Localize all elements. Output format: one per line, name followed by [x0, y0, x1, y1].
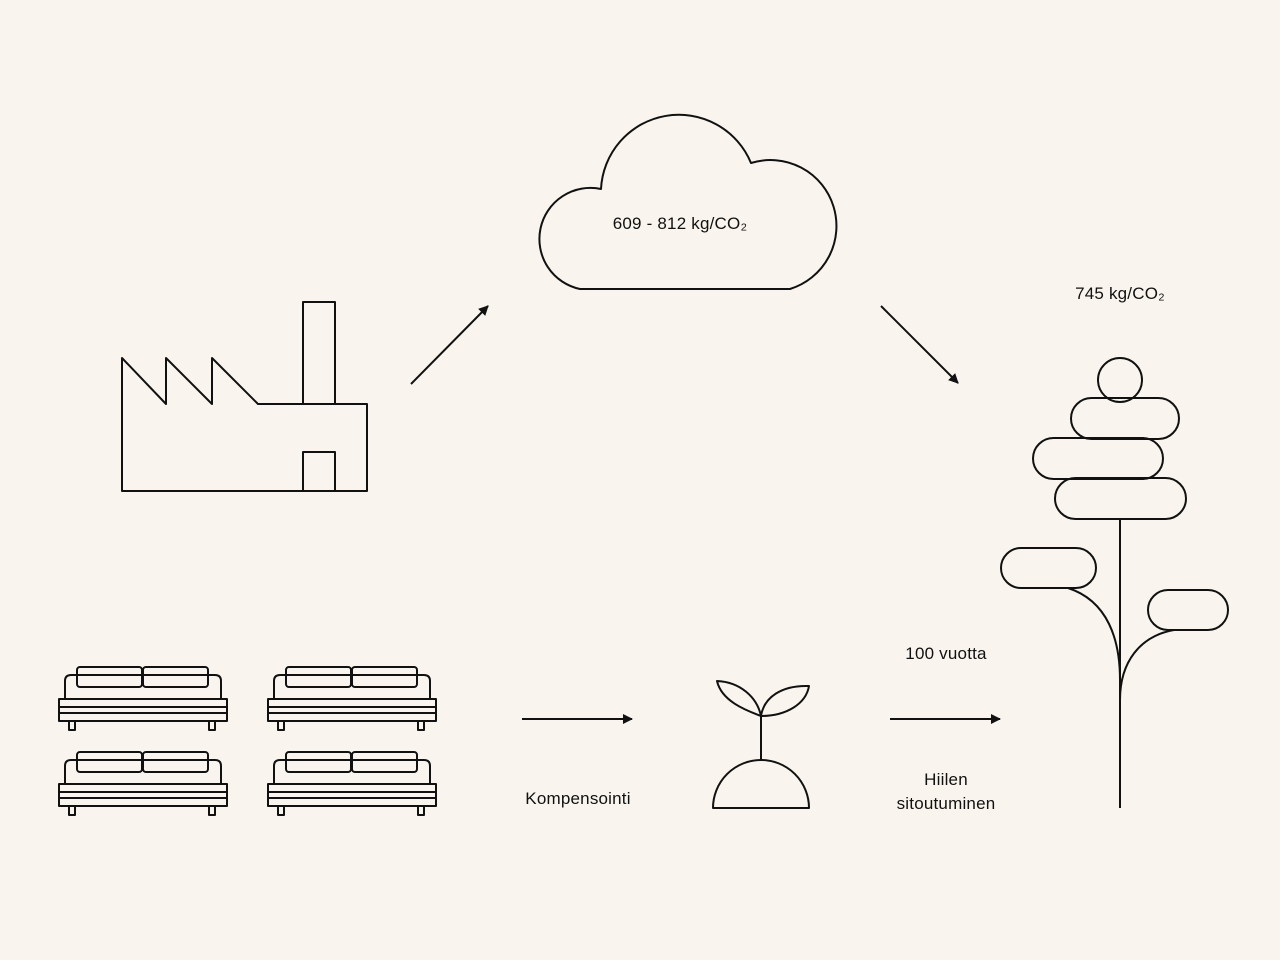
carbon-sequestration-line-1: Hiilen — [924, 770, 968, 789]
carbon-sequestration-label: Hiilen sitoutuminen — [870, 768, 1022, 816]
arrow-cloud-to-tree — [880, 305, 959, 384]
sofa-icon — [267, 666, 437, 731]
sofa-icon — [58, 751, 228, 816]
carbon-sequestration-line-2: sitoutuminen — [896, 794, 996, 813]
sofa-icon — [58, 666, 228, 731]
duration-label: 100 vuotta — [905, 644, 987, 663]
tree-icon — [1000, 357, 1229, 808]
tree-sequestration-label: 745 kg/CO₂ — [1075, 284, 1165, 303]
sofa-group — [58, 666, 437, 816]
arrow-factory-to-cloud — [410, 305, 489, 385]
compensation-label: Kompensointi — [525, 789, 631, 808]
factory-icon — [121, 301, 368, 492]
cloud-icon — [538, 113, 838, 290]
sofa-icon — [267, 751, 437, 816]
sapling-icon — [712, 680, 810, 809]
cloud-emission-label: 609 - 812 kg/CO₂ — [612, 214, 748, 233]
